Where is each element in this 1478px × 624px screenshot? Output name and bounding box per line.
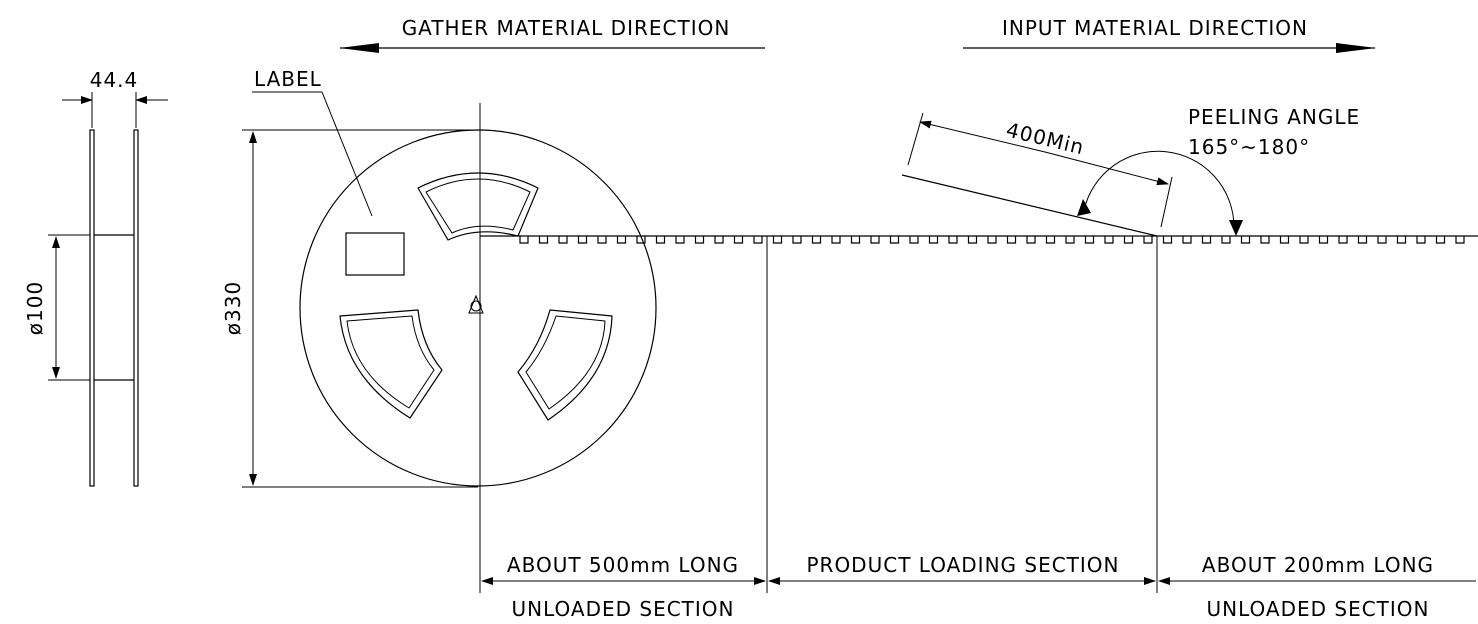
tape-pocket	[1084, 236, 1095, 244]
tape-pocket	[577, 236, 588, 244]
tape-pocket	[772, 236, 783, 244]
reel-window-right	[517, 309, 613, 421]
tape-pocket	[889, 236, 900, 244]
peel-angle-arc	[1083, 150, 1235, 227]
tape-pocket	[1221, 236, 1231, 244]
tape-pocket	[1455, 236, 1465, 244]
tape-pocket	[1435, 236, 1446, 244]
reel-diameter: ø330	[221, 281, 245, 335]
tape-pocket	[1338, 236, 1348, 244]
tape-pocket	[733, 236, 744, 244]
tape-pocket	[1065, 236, 1075, 244]
carrier-tape	[480, 235, 1478, 244]
tape-pocket	[1396, 236, 1407, 244]
tape-pocket	[870, 236, 880, 244]
reel-side-view: 44.4 ø100	[23, 68, 168, 487]
tape-pocket	[1318, 236, 1329, 244]
reel-flange-right	[133, 129, 139, 487]
tape-pocket	[597, 236, 607, 244]
peel-ext-left	[907, 112, 924, 166]
peel-angle-title: PEELING ANGLE	[1188, 105, 1360, 129]
label-box	[345, 232, 405, 276]
input-direction-label: INPUT MATERIAL DIRECTION	[1002, 16, 1308, 40]
tape-pocket	[1357, 236, 1368, 244]
tape-pocket	[1026, 236, 1036, 244]
tape-pocket	[1377, 236, 1387, 244]
reel-window-top	[417, 172, 539, 241]
peel-dim-arrow-right	[1044, 151, 1169, 186]
lead-section: ABOUT 500mm LONG UNLOADED SECTION	[481, 553, 766, 621]
tape-pocket	[1416, 236, 1426, 244]
tape-pocket	[753, 236, 763, 244]
input-direction: INPUT MATERIAL DIRECTION	[963, 16, 1376, 53]
reel-front-view: ø330 LABEL	[221, 67, 657, 513]
peel-angle-range: 165°~180°	[1188, 135, 1310, 159]
peel-length: 400Min	[1004, 118, 1087, 160]
tape-pocket	[1260, 236, 1270, 244]
reel-flange-left	[89, 129, 95, 487]
label-callout: LABEL	[254, 67, 322, 91]
gather-direction-label: GATHER MATERIAL DIRECTION	[402, 16, 731, 40]
tape-pocket	[616, 236, 627, 244]
tape-pocket	[1240, 236, 1251, 244]
tape-pocket	[792, 236, 802, 244]
tape-pocket	[811, 236, 822, 244]
peeling-detail: 400Min PEELING ANGLE 165°~180°	[901, 105, 1360, 237]
tape-pocket	[1279, 236, 1290, 244]
peel-dim-arrow-left	[919, 120, 1046, 153]
lead-section-name: UNLOADED SECTION	[511, 597, 734, 621]
gather-direction: GATHER MATERIAL DIRECTION	[339, 16, 765, 53]
tape-pocket	[1143, 236, 1153, 244]
tape-pocket	[1299, 236, 1309, 244]
width-dimension: 44.4	[90, 68, 139, 92]
reel-window-left	[339, 309, 443, 419]
trail-section-length: ABOUT 200mm LONG	[1202, 553, 1434, 577]
hub-diameter: ø100	[23, 281, 47, 335]
tape-pocket	[1182, 236, 1192, 244]
tape-pocket	[928, 236, 939, 244]
tape-pocket	[967, 236, 978, 244]
tape-pocket	[1045, 236, 1056, 244]
tape-pocket	[1104, 236, 1114, 244]
tape-pocket	[636, 236, 646, 244]
trail-section: ABOUT 200mm LONG UNLOADED SECTION	[1158, 553, 1476, 621]
tape-pocket	[1162, 236, 1173, 244]
label-leader	[321, 91, 373, 217]
tape-pocket	[909, 236, 919, 244]
tape-pocket	[558, 236, 568, 244]
tape-pocket	[1123, 236, 1134, 244]
tape-pocket	[850, 236, 861, 244]
reel-outline	[299, 129, 657, 487]
tape-pocket	[675, 236, 685, 244]
tape-pocket	[655, 236, 666, 244]
cover-tape	[901, 174, 1158, 237]
lead-section-length: ABOUT 500mm LONG	[507, 553, 739, 577]
tape-pocket	[1006, 236, 1017, 244]
tape-pocket	[694, 236, 705, 244]
hub-center-icon	[468, 294, 484, 314]
tape-pocket	[1201, 236, 1212, 244]
product-section-name: PRODUCT LOADING SECTION	[806, 553, 1119, 577]
peel-ext-right	[1160, 176, 1173, 228]
tape-pocket	[714, 236, 724, 244]
product-section: PRODUCT LOADING SECTION	[768, 553, 1156, 585]
tape-pocket	[948, 236, 958, 244]
tape-pocket	[538, 236, 549, 244]
tape-pocket	[831, 236, 841, 244]
peel-angle-arrow-right	[1229, 220, 1243, 236]
tape-pocket	[987, 236, 997, 244]
peel-angle-arrow-left	[1077, 199, 1091, 216]
tape-pocket	[519, 236, 529, 244]
trail-section-name: UNLOADED SECTION	[1206, 597, 1429, 621]
